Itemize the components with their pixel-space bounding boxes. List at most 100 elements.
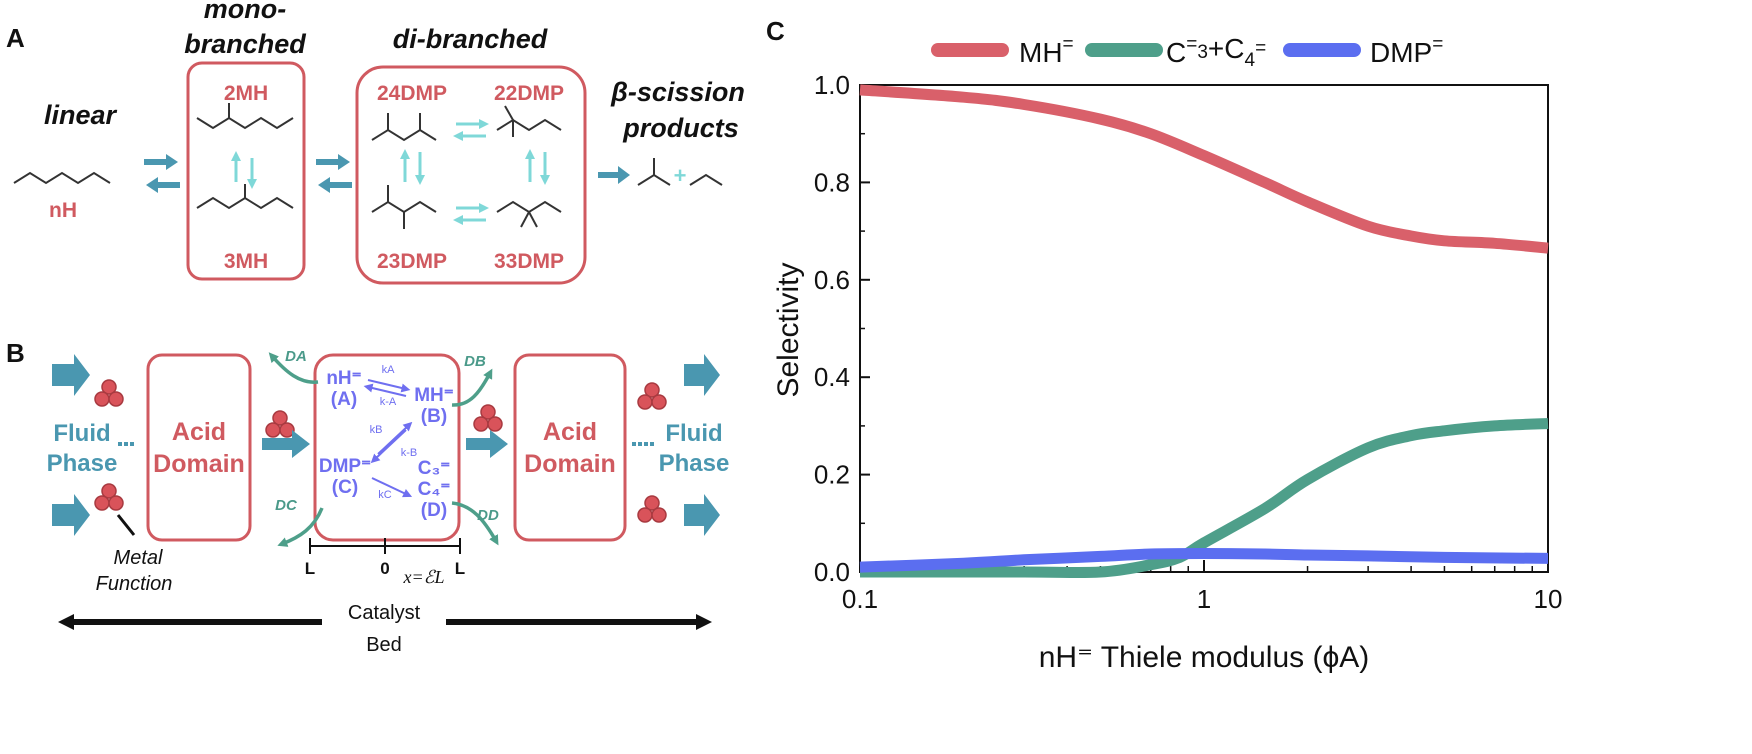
- species-dmp-sub: (C): [332, 477, 358, 498]
- reaction-arrow-c: [371, 477, 413, 498]
- y-tick-label: 0.0: [814, 557, 850, 587]
- x-tick-label: 1: [1197, 584, 1211, 614]
- acid-domain-right-2: Domain: [524, 450, 616, 478]
- rate-kb: kB: [370, 424, 383, 436]
- isomer-23dmp: 23DMP: [377, 250, 447, 273]
- arrow-linear-mono: [144, 154, 180, 193]
- isomer-2mh: 2MH: [224, 82, 268, 105]
- panel-b-label: B: [6, 338, 25, 368]
- species-c3: C₃⁼: [418, 458, 451, 479]
- isomer-24dmp: 24DMP: [377, 82, 447, 105]
- fluid-phase-right-2: Phase: [659, 450, 730, 477]
- species-c4: C₄⁼: [418, 479, 451, 500]
- legend-label: C=3+C4=: [1166, 33, 1266, 71]
- linear-label: linear: [44, 100, 118, 130]
- fluid-phase-right-1: Fluid: [665, 420, 722, 447]
- diffusion-dd: DD: [477, 507, 499, 524]
- di-branched-label: di-branched: [393, 24, 548, 54]
- x-tick-label: 10: [1534, 584, 1563, 614]
- arrow-out-center: [466, 430, 508, 458]
- diffusion-db: DB: [464, 353, 486, 370]
- species-nh-sub: (A): [331, 389, 357, 410]
- axis-x-expression: x=ℰL: [402, 567, 444, 587]
- di-branched-box: [355, 65, 587, 285]
- metal-pointer-line: [116, 514, 136, 536]
- catalyst-particle-box: [313, 353, 461, 542]
- diffusion-da: DA: [285, 348, 307, 365]
- mono-branched-box: [186, 61, 306, 281]
- reaction-arrows-b: [370, 421, 413, 464]
- metal-cluster-right-bottom: [637, 495, 667, 523]
- isomer-3mh: 3MH: [224, 250, 268, 273]
- legend: MH= C=3+C4= DMP=: [931, 33, 1443, 71]
- metal-label-1: Metal: [114, 547, 163, 569]
- position-axis: [309, 538, 461, 554]
- acid-domain-left-2: Domain: [153, 450, 245, 478]
- diffusion-arrows: [268, 352, 499, 547]
- species-mh-sub: (B): [421, 406, 447, 427]
- fluid-phase-left-1: Fluid: [53, 420, 110, 447]
- y-tick-label: 0.6: [814, 265, 850, 295]
- beta-scission-label: β-scission: [610, 77, 745, 107]
- metal-cluster-left-top: [94, 379, 124, 407]
- axis-zero: 0: [380, 559, 389, 578]
- arrow-into-center: [262, 430, 310, 458]
- rate-k-a: k-A: [380, 396, 397, 408]
- series-line-mh: [859, 84, 1549, 254]
- x-axis-title: nH⁼ Thiele modulus (ϕA): [1039, 641, 1370, 674]
- mono-label-line1: mono-: [204, 0, 286, 24]
- arrow-mono-di: [316, 154, 352, 193]
- fluid-arrow-top-right: [684, 354, 720, 396]
- products-molecules: [637, 158, 723, 186]
- metal-label-2: Function: [96, 573, 173, 595]
- y-tick-label: 0.2: [814, 460, 850, 490]
- mono-label-line2: branched: [184, 29, 306, 59]
- isomer-33dmp: 33DMP: [494, 250, 564, 273]
- 3mh-molecule: [196, 196, 294, 210]
- fluid-phase-left-2: Phase: [47, 450, 118, 477]
- y-tick-label: 0.8: [814, 167, 850, 197]
- metal-cluster-center-right: [473, 404, 503, 432]
- species-c-sub: (D): [421, 500, 447, 521]
- species-mh: MH⁼: [414, 385, 454, 406]
- plus-sign: +: [674, 163, 687, 188]
- mono-equilibrium-arrows: [231, 151, 257, 189]
- panel-c-label: C: [766, 16, 785, 46]
- metal-cluster-center-left: [265, 410, 295, 438]
- y-tick-label: 0.4: [814, 362, 850, 392]
- x-tick-label: 0.1: [842, 584, 878, 614]
- fluid-arrow-bottom-left: [52, 494, 90, 536]
- di-equilibrium-arrows: [400, 119, 550, 225]
- isomer-22dmp: 22DMP: [494, 82, 564, 105]
- diffusion-dc: DC: [275, 497, 298, 514]
- fluid-arrow-bottom-right: [684, 494, 720, 536]
- 2mh-molecule: [196, 116, 294, 130]
- nh-molecule: [13, 171, 111, 185]
- acid-domain-right-1: Acid: [543, 418, 597, 446]
- metal-cluster-left-bottom: [94, 483, 124, 511]
- 24dmp-molecule: [371, 113, 437, 142]
- 22dmp-molecule: [496, 105, 562, 137]
- products-label: products: [622, 113, 739, 143]
- y-tick-label: 1.0: [814, 70, 850, 100]
- nh-label: nH: [49, 199, 77, 222]
- species-dmp: DMP⁼: [319, 456, 371, 477]
- y-axis-title: Selectivity: [772, 262, 805, 397]
- legend-label: DMP=: [1370, 34, 1443, 68]
- metal-cluster-right-top: [637, 382, 667, 410]
- series-layer: [859, 84, 1549, 579]
- axis-l-left: L: [305, 559, 315, 578]
- 33dmp-molecule: [496, 200, 562, 228]
- tick-labels: 0.0 0.2 0.4 0.6 0.8 1.0 0.1 1 10: [814, 70, 1563, 614]
- catalyst-bed-2: Bed: [366, 634, 402, 656]
- species-nh: nH⁼: [326, 368, 361, 389]
- acid-domain-left-1: Acid: [172, 418, 226, 446]
- legend-label: MH=: [1019, 34, 1074, 68]
- 23dmp-molecule: [371, 185, 437, 229]
- rate-ka: kA: [382, 364, 396, 376]
- arrow-to-products: [598, 166, 630, 184]
- reaction-arrows-a: [363, 379, 411, 397]
- fluid-arrow-top-left: [52, 354, 90, 396]
- acid-domain-left: [146, 353, 252, 542]
